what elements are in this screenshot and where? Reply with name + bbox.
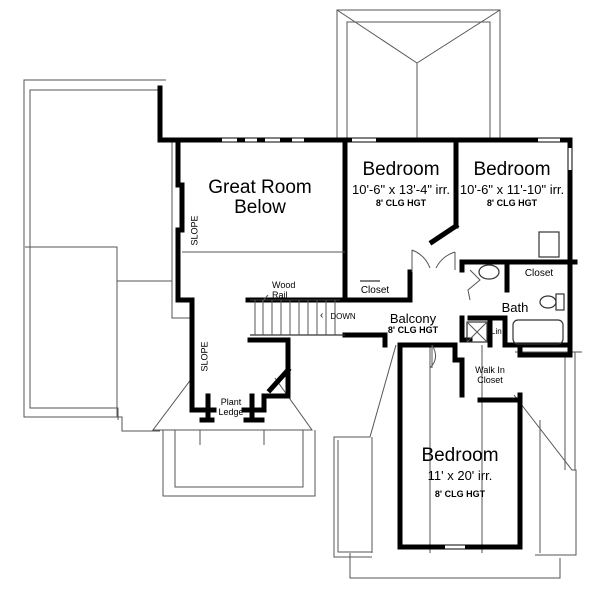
exterior-walls (157, 85, 573, 550)
balcony-label: Balcony 8' CLG HGT (378, 312, 448, 335)
bedroom-3-size: 10'-6" x 11'-10" irr. (459, 182, 565, 197)
bath-fixtures (466, 231, 565, 345)
slope-label-2: SLOPE (199, 341, 210, 372)
balcony-name: Balcony (389, 311, 437, 326)
stair-down-arrow-icon: ‹ (320, 310, 324, 321)
bedroom-3-name: Bedroom (473, 159, 551, 180)
left-roof-outline (23, 79, 190, 432)
bedroom-2-label: Bedroom 10'-6" x 13'-4" irr. 8' CLG HGT (347, 160, 455, 208)
closet-bedroom3-label: Closet (524, 268, 554, 279)
great-room-below: Below (234, 197, 286, 218)
linen-label: Lin. (491, 327, 504, 336)
doors (411, 249, 481, 369)
wood-line1: Wood (272, 280, 296, 290)
bedroom-4-ceiling: 8' CLG HGT (434, 489, 486, 499)
bedroom-2-size: 10'-6" x 13'-4" irr. (351, 182, 450, 197)
bedroom-3-ceiling: 8' CLG HGT (486, 198, 538, 208)
stair-down-label: DOWN (330, 312, 356, 321)
bedroom-2-name: Bedroom (362, 159, 440, 180)
great-room-label: Great Room Below (205, 178, 315, 217)
top-roof-outline (336, 9, 501, 138)
bay-roof-outline (152, 377, 316, 497)
wood-line2: Rail (272, 290, 288, 300)
walk-in-closet-label: Walk In Closet (466, 366, 514, 385)
closet-balcony-label: Closet (360, 285, 390, 296)
balcony-ceiling: 8' CLG HGT (387, 325, 439, 335)
walk-in-line1: Walk In (475, 365, 505, 375)
wood-rail-label: Wood Rail (272, 281, 302, 300)
bedroom-4-size: 11' x 20' irr. (427, 468, 493, 483)
plant-ledge-label: Plant Ledge (216, 398, 246, 417)
walk-in-line2: Closet (477, 375, 503, 385)
bedroom-3-label: Bedroom 10'-6" x 11'-10" irr. 8' CLG HGT (456, 160, 568, 208)
plant-line1: Plant (220, 397, 242, 407)
great-room-name: Great Room (208, 177, 312, 198)
bottom-roof-outline (333, 344, 582, 579)
slope-label-1: SLOPE (189, 215, 200, 246)
bath-label: Bath (501, 300, 529, 315)
stairs (250, 294, 345, 336)
bedroom-2-ceiling: 8' CLG HGT (375, 198, 427, 208)
plant-line2: Ledge (218, 407, 244, 417)
bedroom-4-name: Bedroom (421, 445, 499, 466)
bedroom-4-label: Bedroom 11' x 20' irr. 8' CLG HGT (400, 446, 520, 499)
